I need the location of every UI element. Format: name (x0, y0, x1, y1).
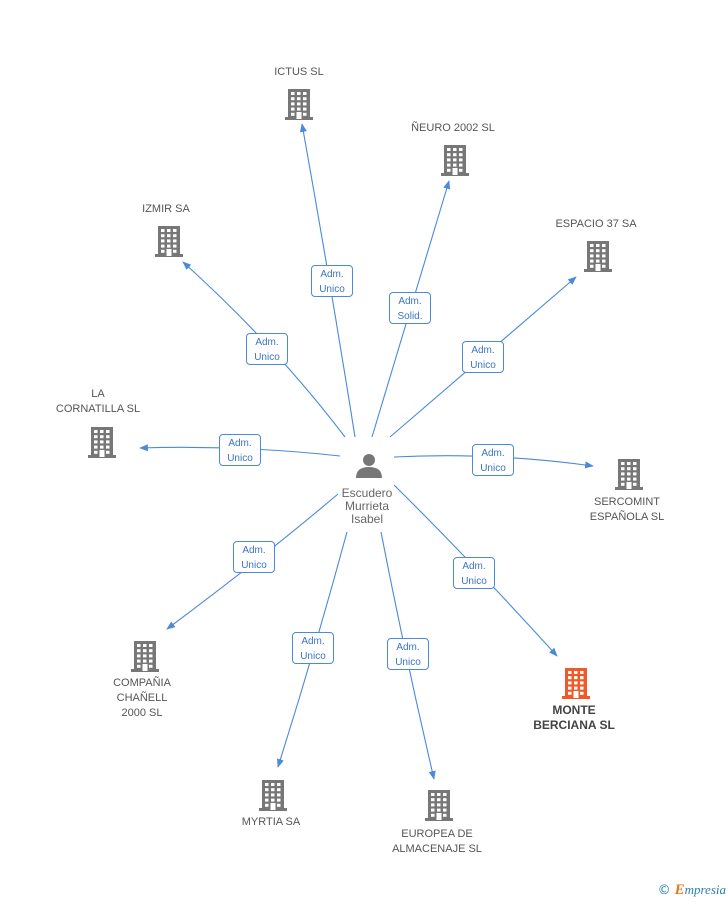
role-line-2: Unico (254, 352, 280, 363)
building-icon-sercomint[interactable] (615, 459, 643, 490)
empresia-footer[interactable]: ©Empresia (658, 882, 726, 899)
company-label-myrtia[interactable]: MYRTIA SA (241, 816, 301, 828)
role-box-ictus[interactable]: Adm. Unico (311, 265, 353, 297)
building-icon-neuro[interactable] (441, 145, 469, 176)
role-box-izmir[interactable]: Adm. Unico (246, 333, 288, 365)
building-icon-cornatilla[interactable] (88, 427, 116, 458)
role-line-1: Adm. (471, 345, 495, 356)
role-box-monte[interactable]: Adm. Unico (453, 557, 495, 589)
person-icon[interactable] (356, 454, 382, 478)
building-icon-monte[interactable] (562, 668, 590, 699)
company-label-chanell[interactable]: COMPAÑIA CHAÑELL 2000 SL (113, 677, 171, 719)
role-line-1: Adm. (398, 296, 422, 307)
company-label-ictus[interactable]: ICTUS SL (274, 66, 324, 78)
company-label-cornatilla[interactable]: LA CORNATILLA SL (55, 388, 141, 415)
role-box-neuro[interactable]: Adm. Solid. (389, 292, 431, 324)
role-line-2: Unico (241, 560, 267, 571)
company-label-espacio[interactable]: ESPACIO 37 SA (555, 218, 637, 230)
role-box-sercomint[interactable]: Adm. Unico (472, 444, 514, 476)
role-line-2: Unico (300, 651, 326, 662)
role-line-2: Unico (395, 657, 421, 668)
brand-initial: E (674, 882, 685, 898)
company-label-europea[interactable]: EUROPEA DE ALMACENAJE SL (392, 828, 482, 855)
role-line-1: Adm. (320, 269, 344, 280)
nodes-layer (88, 89, 643, 821)
brand-name: mpresia (684, 882, 726, 897)
role-line-2: Solid. (397, 311, 423, 322)
role-line-2: Unico (470, 360, 496, 371)
copyright-icon: © (657, 883, 671, 898)
role-line-1: Adm. (301, 636, 325, 647)
company-label-sercomint[interactable]: SERCOMINT ESPAÑOLA SL (589, 496, 665, 523)
role-box-espacio[interactable]: Adm. Unico (462, 341, 504, 373)
role-box-chanell[interactable]: Adm. Unico (233, 541, 275, 573)
building-icon-europea[interactable] (425, 790, 453, 821)
role-line-2: Unico (319, 284, 345, 295)
role-line-1: Adm. (255, 337, 279, 348)
building-icon-ictus[interactable] (285, 89, 313, 120)
role-line-1: Adm. (481, 448, 505, 459)
building-icon-izmir[interactable] (155, 226, 183, 257)
company-label-monte[interactable]: MONTE BERCIANA SL (533, 703, 615, 732)
role-box-cornatilla[interactable]: Adm. Unico (219, 434, 261, 466)
role-line-1: Adm. (396, 642, 420, 653)
role-line-1: Adm. (242, 545, 266, 556)
company-label-izmir[interactable]: IZMIR SA (142, 203, 190, 215)
building-icon-espacio[interactable] (584, 241, 612, 272)
role-line-2: Unico (227, 453, 253, 464)
role-line-2: Unico (461, 576, 487, 587)
person-name[interactable]: Escudero Murrieta Isabel (341, 486, 393, 526)
building-icon-chanell[interactable] (131, 641, 159, 672)
role-line-2: Unico (480, 463, 506, 474)
role-line-1: Adm. (228, 438, 252, 449)
role-box-myrtia[interactable]: Adm. Unico (292, 632, 334, 664)
company-label-neuro[interactable]: ÑEURO 2002 SL (411, 122, 495, 134)
role-line-1: Adm. (462, 561, 486, 572)
building-icon-myrtia[interactable] (259, 780, 287, 811)
role-box-europea[interactable]: Adm. Unico (387, 638, 429, 670)
